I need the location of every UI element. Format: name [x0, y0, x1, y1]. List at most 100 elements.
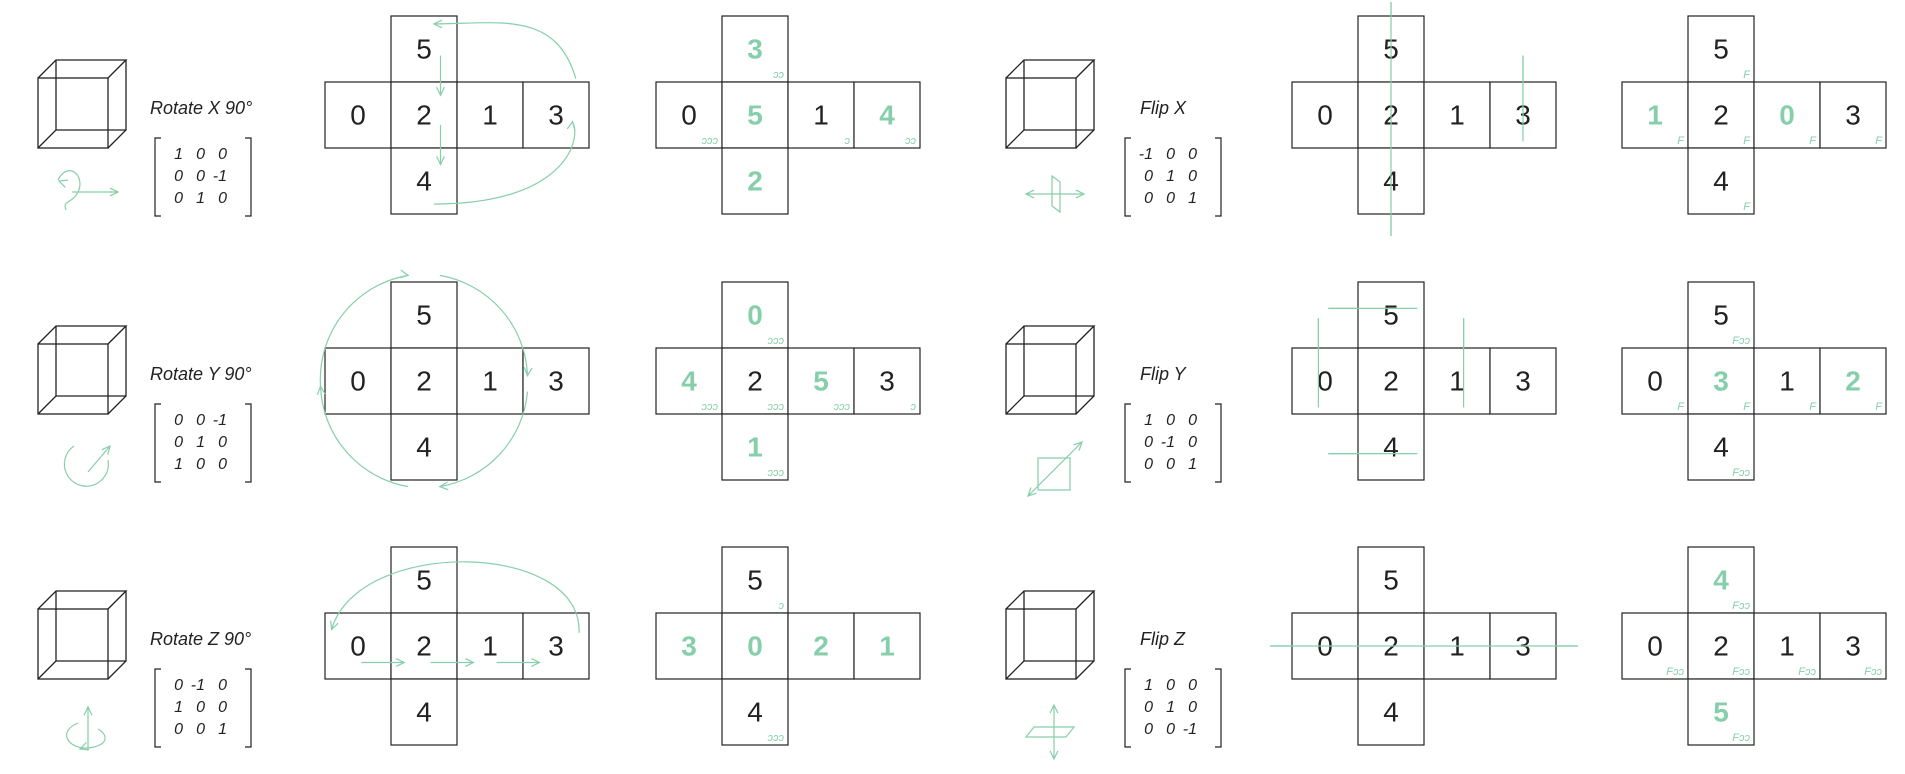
face-cell [456, 81, 524, 149]
flip-label: Flip X [1140, 98, 1187, 118]
matrix-entry: 0 [1188, 412, 1197, 429]
matrix-entry: 0 [1144, 168, 1153, 185]
orientation-mark: ↄↄↄ [768, 401, 785, 413]
matrix-entry: 0 [218, 190, 227, 207]
face-cell [1357, 413, 1425, 481]
matrix-entry: 0 [1144, 190, 1153, 207]
matrix-entry: 1 [1188, 190, 1197, 207]
orientation-mark: ↄↄↄ [768, 335, 785, 347]
face-number: 0 [1317, 366, 1333, 397]
face-number: 0 [350, 366, 366, 397]
face-cell [456, 347, 524, 415]
matrix-entry: 1 [218, 721, 227, 738]
matrix-entry: 0 [218, 677, 227, 694]
face-cell [1753, 81, 1821, 149]
face-cell [1687, 612, 1755, 680]
face-number: 1 [1449, 366, 1465, 397]
matrix-entry: 0 [1166, 456, 1175, 473]
face-cell [390, 413, 458, 481]
orientation-mark: ↄ [779, 600, 785, 612]
matrix-entry: 0 [196, 412, 205, 429]
cube-icon [37, 325, 128, 415]
orientation-mark: ↄↄↄ [702, 401, 719, 413]
face-number: 1 [1647, 100, 1663, 131]
orientation-mark: F [1809, 401, 1817, 413]
orientation-mark: ↄↄↄ [768, 732, 785, 744]
face-number: 2 [416, 100, 432, 131]
face-number: 4 [747, 697, 763, 728]
face-number: 0 [1779, 100, 1795, 131]
face-cell [390, 15, 458, 83]
face-cell [1819, 347, 1887, 415]
matrix-entry: 0 [1166, 677, 1175, 694]
face-number: 1 [1449, 100, 1465, 131]
transform-overlay [1317, 307, 1465, 455]
face-number: 4 [1383, 432, 1399, 463]
face-cell [853, 81, 921, 149]
face-number: 5 [416, 565, 432, 596]
matrix-entry: 1 [1144, 412, 1153, 429]
face-number: 2 [747, 366, 763, 397]
matrix-entry: -1 [1161, 434, 1175, 451]
face-cell [1423, 81, 1491, 149]
face-number: 1 [482, 100, 498, 131]
face-number: 3 [1713, 366, 1729, 397]
face-number: 3 [1515, 366, 1531, 397]
matrix-entry: 0 [1188, 699, 1197, 716]
face-cell [721, 413, 789, 481]
face-cell [1687, 413, 1755, 481]
matrix-entry: 0 [196, 721, 205, 738]
rotation-label: Rotate Y 90° [150, 364, 252, 384]
face-cell [1621, 612, 1689, 680]
matrix-entry: 0 [174, 190, 183, 207]
face-number: 1 [747, 432, 763, 463]
matrix-entry: 0 [218, 146, 227, 163]
face-number: 5 [747, 565, 763, 596]
cube-icon [1005, 325, 1096, 415]
arrow-head [523, 367, 533, 378]
arrow-head [330, 620, 339, 631]
cube-icon [1005, 59, 1096, 149]
face-number: 4 [1713, 166, 1729, 197]
face-number: 0 [747, 300, 763, 331]
face-number: 4 [1713, 565, 1729, 596]
rotate-z-icon [66, 705, 106, 751]
arrow-head [436, 156, 445, 166]
arrow-head [566, 120, 576, 131]
matrix-entry: 0 [1188, 168, 1197, 185]
matrix-entry: 1 [174, 699, 183, 716]
face-cell [390, 281, 458, 349]
face-cell [1357, 678, 1425, 746]
face-cell [787, 81, 855, 149]
matrix-entry: 0 [1144, 434, 1153, 451]
face-number: 2 [1383, 366, 1399, 397]
rotate-y-icon [63, 444, 111, 487]
orientation-mark: ↄↄ [905, 135, 917, 147]
arrow-head [316, 384, 326, 395]
face-number: 4 [416, 697, 432, 728]
orientation-mark: F [1809, 135, 1817, 147]
orientation-mark: ↄↄ [773, 69, 785, 81]
orientation-mark: ↄↄↄ [702, 135, 719, 147]
face-number: 0 [350, 631, 366, 662]
flip-x-icon [1024, 174, 1086, 214]
face-number: 5 [813, 366, 829, 397]
matrix-entry: 0 [1144, 699, 1153, 716]
face-cell [1687, 678, 1755, 746]
rotate-x-icon [57, 170, 120, 211]
transform-overlay [330, 561, 580, 667]
face-number: 0 [747, 631, 763, 662]
matrix-entry: 1 [1166, 168, 1175, 185]
face-number: 3 [1845, 100, 1861, 131]
arrow-head [1027, 487, 1037, 497]
orientation-mark: ↄↄↄ [834, 401, 851, 413]
face-cell [1621, 81, 1689, 149]
face-number: 1 [482, 366, 498, 397]
